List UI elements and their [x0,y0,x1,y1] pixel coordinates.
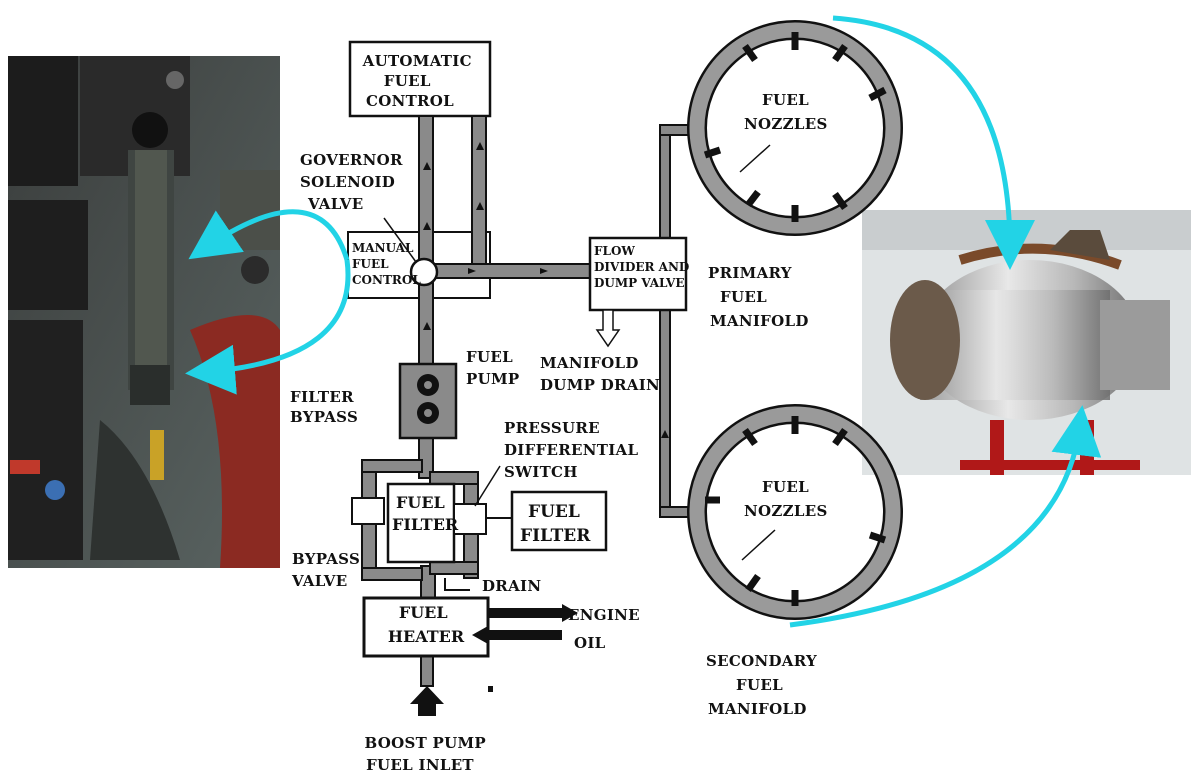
bypass-valve-box [352,498,384,524]
label-engine: ENGINE [568,606,640,624]
label-boost-pump-fuel-inlet: BOOST PUMP FUEL INLET [364,734,491,774]
label-fuel-nozzles-bottom: FUEL NOZZLES [744,478,828,520]
labels: AUTOMATIC FUEL CONTROL GOVERNOR SOLENOID… [290,52,828,774]
engine-photo [862,210,1191,475]
label-fuel-nozzles-top: FUEL NOZZLES [744,91,828,133]
label-bypass-valve: BYPASS VALVE [291,550,366,590]
label-governor-solenoid-valve: GOVERNOR SOLENOID VALVE [300,151,408,213]
dump-drain-arrow [597,310,619,346]
fuel-pump [400,364,456,438]
label-pressure-differential-switch: PRESSURE DIFFERENTIAL SWITCH [504,419,644,481]
label-filter-bypass: FILTER BYPASS [290,388,359,426]
label-oil: OIL [574,634,606,652]
boost-inlet-arrow [410,686,444,716]
pressure-switch-box [454,504,486,534]
cockpit-photo [8,56,280,568]
label-manifold-dump-drain: MANIFOLD DUMP DRAIN [540,354,660,394]
label-fuel-pump: FUEL PUMP [466,348,519,388]
label-drain: DRAIN [482,577,541,595]
label-primary-fuel-manifold: PRIMARY FUEL MANIFOLD [708,264,809,330]
label-secondary-fuel-manifold: SECONDARY FUEL MANIFOLD [706,652,823,718]
